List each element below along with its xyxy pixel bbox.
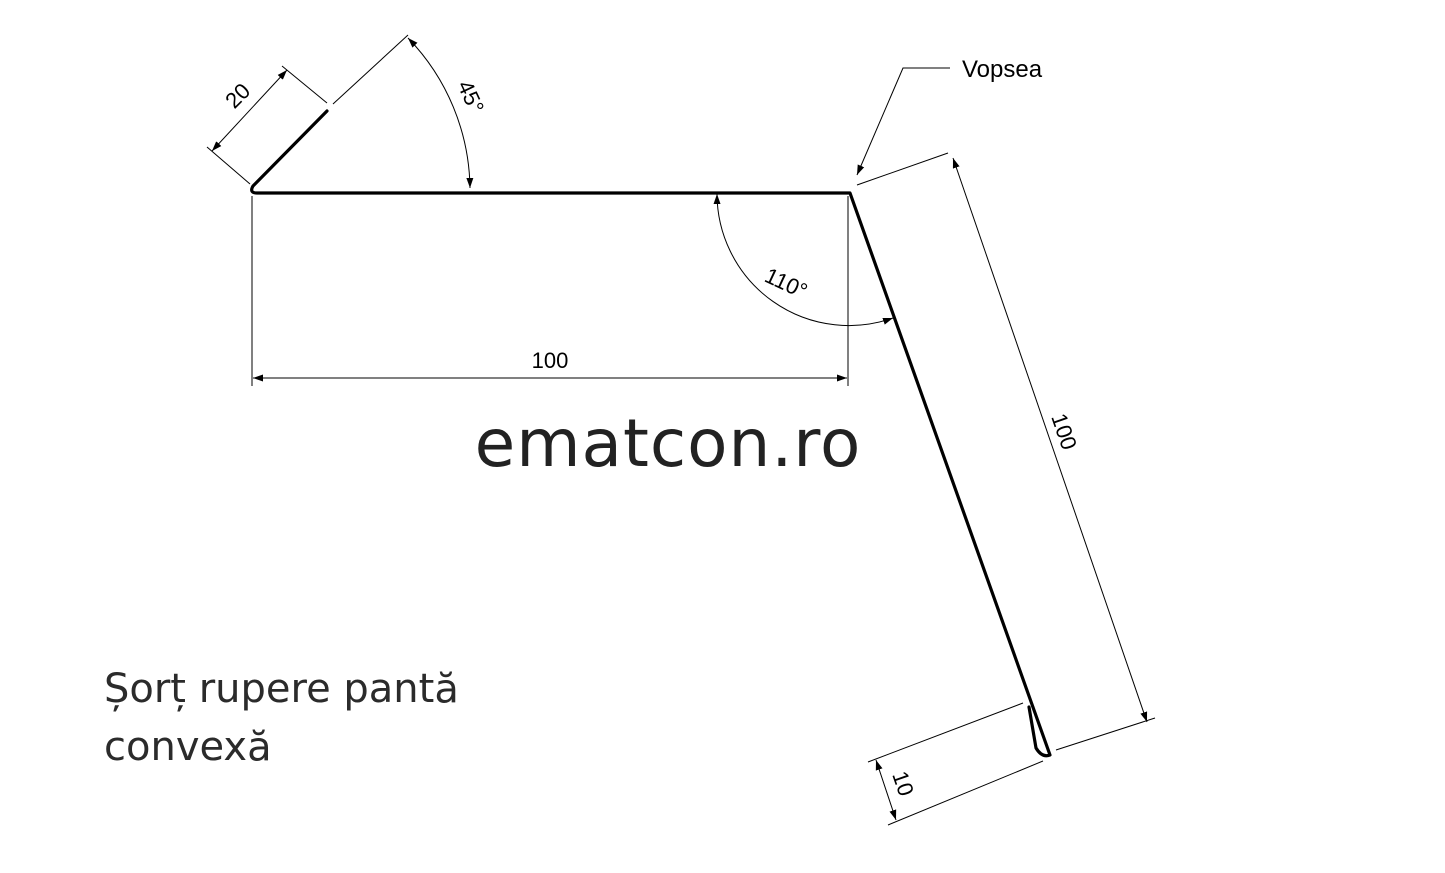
paint-callout-leader bbox=[856, 67, 950, 176]
hem-angle-arc bbox=[407, 37, 474, 189]
slope-length-label: 100 bbox=[1046, 410, 1082, 453]
bend-angle-arc bbox=[713, 193, 894, 327]
drip-length-label: 10 bbox=[887, 768, 919, 799]
slope-dimension-line bbox=[952, 157, 1148, 723]
drip-extension-line-2 bbox=[887, 760, 1044, 826]
watermark-text: ematcon.ro bbox=[475, 405, 862, 482]
drip-extension-line-1 bbox=[867, 702, 1024, 763]
hem-dimension-line bbox=[211, 69, 288, 152]
drip-dimension-line bbox=[875, 759, 897, 821]
product-title-line-2: convexă bbox=[104, 724, 272, 770]
product-title-line-1: Șorț rupere pantă bbox=[104, 666, 459, 712]
profile-line bbox=[250, 109, 1052, 758]
hem-angle-label: 45° bbox=[452, 76, 489, 117]
top-length-label: 100 bbox=[532, 348, 569, 373]
slope-extension-line-bottom bbox=[1055, 717, 1156, 751]
hem-angle-extension-line bbox=[332, 34, 409, 105]
hem-extension-line-2 bbox=[281, 65, 328, 104]
hem-length-label: 20 bbox=[220, 78, 255, 113]
paint-callout-label: Vopsea bbox=[962, 56, 1043, 83]
hem-extension-line-1 bbox=[206, 146, 251, 185]
slope-extension-line-top bbox=[856, 152, 949, 186]
product-title: Șorț rupere pantă convexă bbox=[104, 660, 459, 776]
